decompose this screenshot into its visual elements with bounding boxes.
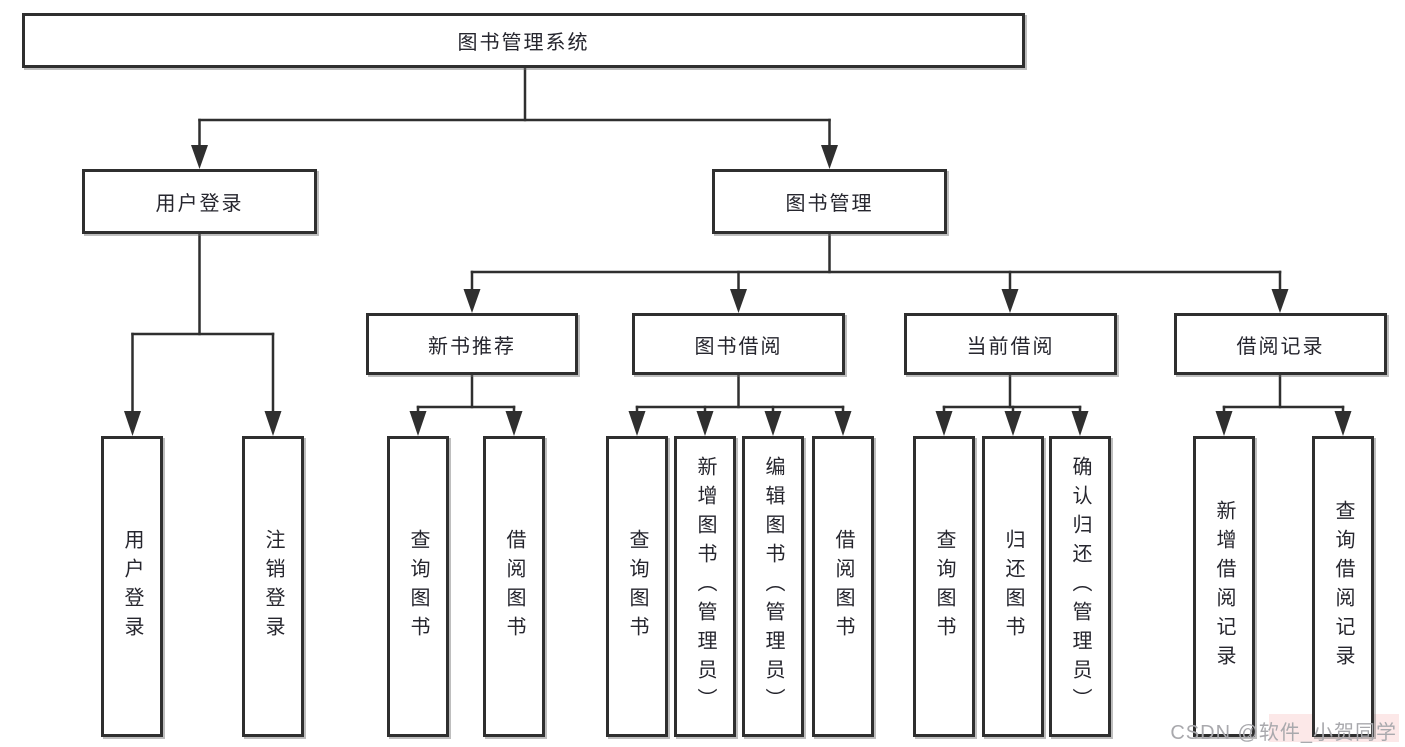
node-current-borrow-label: 当前借阅 [966,335,1055,358]
node-book-management-label: 图书管理 [785,193,874,215]
leaf-add-books-admin: 新增图书（管理员） [674,436,736,737]
leaf-return-books-label: 归还图书 [1002,528,1024,645]
leaf-logout: 注销登录 [242,436,304,737]
node-root-label: 图书管理系统 [457,32,590,54]
node-new-book-recommend-label: 新书推荐 [428,335,516,358]
leaf-query-borrow-record-label: 查询借阅记录 [1332,499,1354,674]
leaf-user-login: 用户登录 [101,436,163,737]
leaf-query-borrow-record: 查询借阅记录 [1312,436,1374,737]
leaf-confirm-return-admin-label: 确认归还（管理员） [1069,456,1091,717]
leaf-add-borrow-record-label: 新增借阅记录 [1213,499,1235,674]
leaf-confirm-return-admin: 确认归还（管理员） [1049,436,1111,737]
leaf-logout-label: 注销登录 [262,528,284,645]
leaf-query-books-2-label: 查询图书 [626,528,648,645]
node-root-system: 图书管理系统 [22,13,1025,68]
leaf-user-login-label: 用户登录 [121,528,143,645]
node-user-login: 用户登录 [82,169,317,234]
node-current-borrow: 当前借阅 [904,313,1117,375]
watermark: CSDN @软件_小贺同学 [1170,722,1397,744]
leaf-borrow-books-2-label: 借阅图书 [832,528,854,645]
leaf-edit-books-admin: 编辑图书（管理员） [742,436,804,737]
node-borrow-records-label: 借阅记录 [1236,335,1325,358]
leaf-return-books: 归还图书 [982,436,1044,737]
node-user-login-label: 用户登录 [155,193,244,215]
leaf-add-books-admin-label: 新增图书（管理员） [694,456,716,717]
leaf-query-books-3-label: 查询图书 [933,528,955,645]
leaf-query-books-1: 查询图书 [387,436,449,737]
leaf-query-books-3: 查询图书 [913,436,975,737]
leaf-borrow-books-2: 借阅图书 [812,436,874,737]
leaf-edit-books-admin-label: 编辑图书（管理员） [762,456,784,717]
node-borrow-records: 借阅记录 [1174,313,1387,375]
node-book-borrow: 图书借阅 [632,313,845,375]
node-book-borrow-label: 图书借阅 [694,335,783,358]
leaf-borrow-books-1-label: 借阅图书 [503,528,525,645]
leaf-query-books-1-label: 查询图书 [407,528,429,645]
node-book-management: 图书管理 [712,169,947,234]
node-new-book-recommend: 新书推荐 [366,313,578,375]
leaf-add-borrow-record: 新增借阅记录 [1193,436,1255,737]
leaf-borrow-books-1: 借阅图书 [483,436,545,737]
leaf-query-books-2: 查询图书 [606,436,668,737]
